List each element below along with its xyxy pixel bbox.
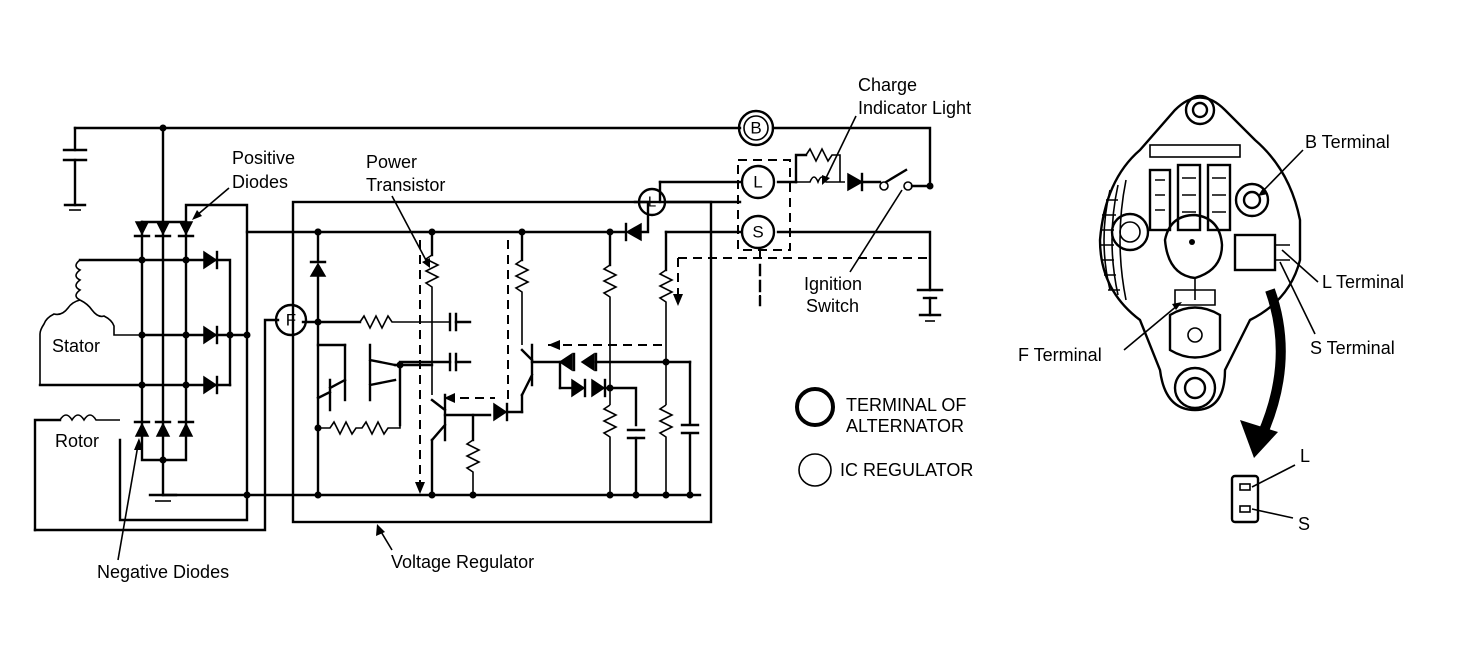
connector-s-label: S xyxy=(1298,514,1310,534)
stator-label: Stator xyxy=(52,336,100,356)
power-transistor-label-1: Power xyxy=(366,152,417,172)
voltage-regulator-box xyxy=(291,200,713,524)
terminal-b: B xyxy=(737,109,775,147)
svg-text:S: S xyxy=(752,223,763,242)
power-transistor-label-2: Transistor xyxy=(366,175,445,195)
legend-alternator-circle xyxy=(795,387,835,427)
svg-text:L: L xyxy=(753,173,762,192)
battery-symbol xyxy=(62,126,88,211)
svg-text:L: L xyxy=(648,194,656,211)
svg-text:B: B xyxy=(750,119,761,138)
positive-diodes xyxy=(133,221,195,238)
voltage-regulator-label: Voltage Regulator xyxy=(391,552,534,572)
ignition-switch xyxy=(879,168,934,191)
svg-text:F: F xyxy=(286,311,296,330)
legend-ic-circle xyxy=(798,453,832,487)
circuit-schematic: B L S F L Positive Diodes Power Transist… xyxy=(33,75,973,582)
legend-ic-label: IC REGULATOR xyxy=(840,460,973,480)
ignition-switch-label-1: Ignition xyxy=(804,274,862,294)
f-terminal-label: F Terminal xyxy=(1018,345,1102,365)
legend-alternator-label-2: ALTERNATOR xyxy=(846,416,964,436)
terminal-l: L xyxy=(740,164,776,200)
charge-indicator-label-1: Charge xyxy=(858,75,917,95)
ignition-switch-label-2: Switch xyxy=(806,296,859,316)
rotor-coil xyxy=(33,318,280,532)
positive-diodes-label-1: Positive xyxy=(232,148,295,168)
connector-l-label: L xyxy=(1300,446,1310,466)
alternator-rear-view: L S B Terminal L Terminal S Terminal F T… xyxy=(1018,94,1404,534)
rotor-label: Rotor xyxy=(55,431,99,451)
charge-indicator-label-2: Indicator Light xyxy=(858,98,971,118)
connector-closeup: L S xyxy=(1230,446,1310,534)
negative-diodes-label: Negative Diodes xyxy=(97,562,229,582)
terminal-reg-l: L xyxy=(637,187,667,217)
terminal-s: S xyxy=(740,214,776,250)
l-terminal-label: L Terminal xyxy=(1322,272,1404,292)
legend-alternator-label-1: TERMINAL OF xyxy=(846,395,966,415)
positive-diodes-label-2: Diodes xyxy=(232,172,288,192)
s-terminal-label: S Terminal xyxy=(1310,338,1395,358)
negative-diodes xyxy=(133,420,195,437)
terminal-f: F xyxy=(274,303,308,337)
b-terminal-label: B Terminal xyxy=(1305,132,1390,152)
legend: TERMINAL OF ALTERNATOR IC REGULATOR xyxy=(795,387,973,487)
stator-coil xyxy=(39,259,142,385)
